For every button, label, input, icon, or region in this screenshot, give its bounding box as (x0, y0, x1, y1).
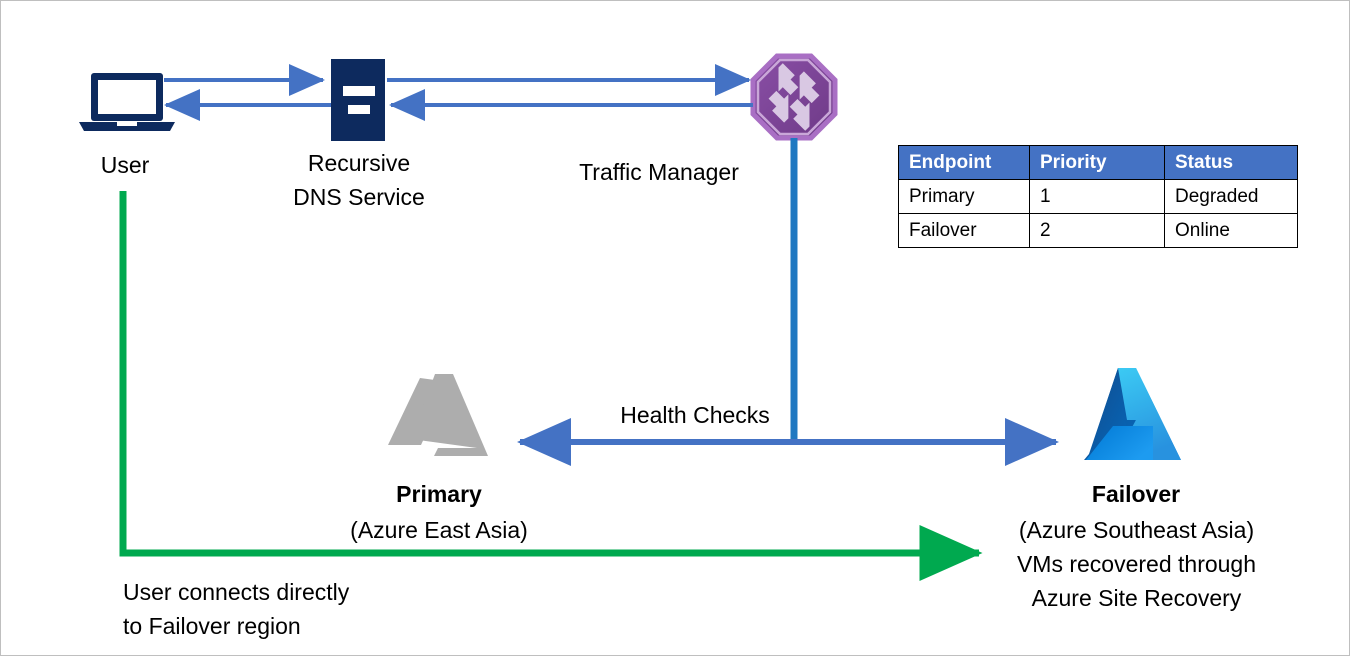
traffic-manager-icon (750, 53, 838, 141)
failover-region-label: (Azure Southeast Asia) (1018, 517, 1255, 543)
user-label: User (100, 152, 150, 178)
cell-endpoint: Primary (898, 179, 1030, 214)
failover-label: Failover (1091, 481, 1181, 507)
primary-label: Primary (396, 481, 482, 507)
dns-server-icon (331, 59, 385, 141)
endpoint-status-table: Endpoint Priority Status Primary 1 Degra… (898, 145, 1298, 248)
primary-region-label: (Azure East Asia) (350, 517, 528, 543)
column-header-priority: Priority (1029, 145, 1165, 180)
laptop-icon (79, 73, 175, 131)
health-checks-label: Health Checks (620, 402, 770, 428)
user-path-label-line1: User connects directly (123, 579, 350, 605)
cell-endpoint: Failover (898, 213, 1030, 248)
table-row: Failover 2 Online (898, 213, 1298, 248)
status-badge: Online (1164, 213, 1298, 248)
table-row: Primary 1 Degraded (898, 179, 1298, 214)
traffic-manager-label: Traffic Manager (579, 159, 739, 185)
failover-note-line1: VMs recovered through (1016, 551, 1257, 577)
user-direct-path (119, 191, 983, 581)
failover-note-line2: Azure Site Recovery (1031, 585, 1242, 611)
user-path-label-line2: to Failover region (123, 613, 301, 639)
table-header-row: Endpoint Priority Status (898, 145, 1298, 180)
status-badge: Degraded (1164, 179, 1298, 214)
column-header-endpoint: Endpoint (898, 145, 1030, 180)
column-header-status: Status (1164, 145, 1298, 180)
dns-label-line1: Recursive (307, 150, 411, 176)
dns-label-line2: DNS Service (293, 184, 425, 210)
azure-logo-blue-icon (1084, 368, 1181, 460)
azure-logo-grey-icon (388, 374, 488, 456)
cell-priority: 2 (1029, 213, 1165, 248)
cell-priority: 1 (1029, 179, 1165, 214)
